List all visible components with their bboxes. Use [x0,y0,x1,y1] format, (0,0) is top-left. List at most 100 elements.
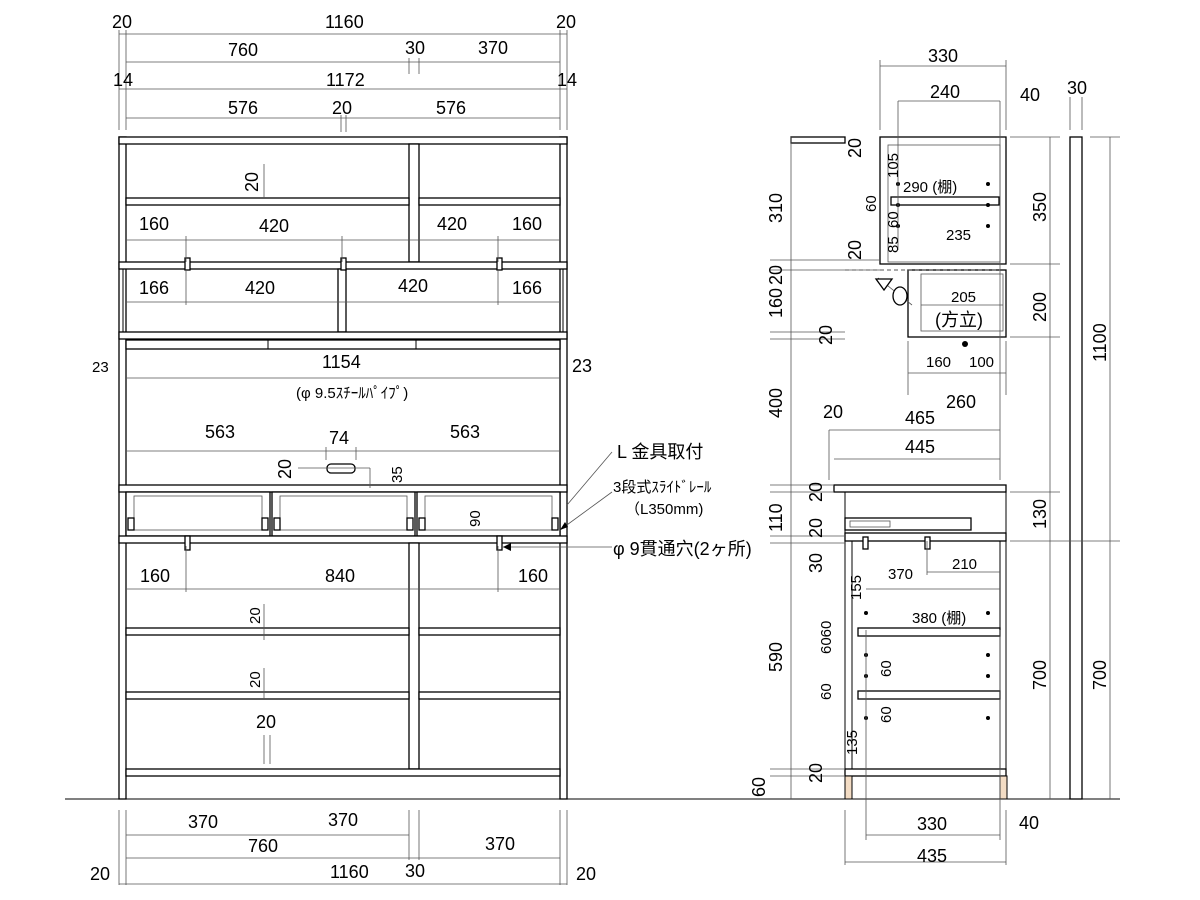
dim-label: 160 [140,566,170,586]
dim-label: 1172 [326,70,365,90]
dim-label: 330 [928,46,958,66]
dim-label: 420 [398,276,428,296]
top-rail [790,136,846,144]
side-labels: 330 240 40 30 20 105 290 (棚) 60 60 85 23… [749,46,1110,866]
pipe-slot [326,463,356,474]
dim-label: 445 [905,437,935,457]
dim-label: 130 [1030,499,1050,529]
upper-shelf-right [418,197,561,206]
dim-label: 160 [926,354,951,371]
dim-label: 20 [247,607,264,624]
dim-label: 435 [917,846,947,866]
dim-label: 30 [405,38,425,58]
dim-label: 155 [848,575,865,600]
drawer-base-board [118,535,568,544]
dim-label: 30 [806,553,826,573]
dim-label: 260 [946,392,976,412]
dim-label: 576 [228,98,258,118]
bottom-board [125,768,561,777]
dim-label: 20 [256,712,276,732]
dim-label: 20 [816,325,836,345]
dim-label: 370 [485,834,515,854]
dim-label: 20 [112,12,132,32]
dim-label: 576 [436,98,466,118]
bracket [496,257,503,271]
drawer-right [416,491,561,537]
dim-label: 20 [275,459,295,479]
mullion-label: (方立) [935,310,983,330]
dim-label: 840 [325,566,355,586]
dim-label: 166 [139,278,169,298]
dim-label: 166 [512,278,542,298]
front-elevation [65,30,1120,885]
dim-label: 590 [766,642,786,672]
shelf-label: 380 (棚) [912,610,966,627]
pipe-spec: (φ 9.5ｽﾁｰﾙﾊﾟｲﾌﾟ) [296,385,408,402]
dim-label: 465 [905,408,935,428]
side-lower-shelf-1 [857,627,1001,637]
dim-label: 60 [863,195,880,212]
dim-label: 20 [332,98,352,118]
right-post [559,136,568,800]
dim-label: 20 [845,240,865,260]
foot-front [844,775,853,800]
dim-label: 85 [885,236,902,253]
dim-label: 23 [572,356,592,376]
dim-label: 20 [806,763,826,783]
side-panel [1069,136,1083,800]
dim-label: 1160 [330,862,369,882]
dim-label: 14 [113,70,133,90]
dim-label: 20 [845,138,865,158]
dim-label: 400 [766,388,786,418]
dim-label: 40 [1019,813,1039,833]
upper-shelf-left [125,197,410,206]
drawer-center [271,491,416,537]
dim-label: 563 [205,422,235,442]
callout-slide-rail: 3段式ｽﾗｲﾄﾞﾚｰﾙ [613,479,712,496]
dim-label: 14 [557,70,577,90]
dim-label: 370 [188,812,218,832]
dim-label: 20 [576,864,596,884]
dim-label: 310 [766,193,786,223]
slide-rail [844,517,972,531]
dim-label: 20 [823,402,843,422]
top-board [118,136,568,145]
upper-bottom-board [118,331,568,340]
side-elevation [770,60,1120,865]
dim-label: 74 [329,428,349,448]
side-counter [833,484,1007,493]
dim-label: 1154 [322,352,361,372]
counter-board [118,484,568,493]
dim-label: 760 [248,836,278,856]
dim-label: 370 [328,810,358,830]
upper-divider [408,143,420,263]
dim-label: 23 [92,359,109,376]
dim-label: 205 [951,289,976,306]
front-labels: 20 1160 20 760 30 370 14 1172 14 576 20 … [90,12,752,884]
dim-label: 160 [512,214,542,234]
dim-label: 563 [450,422,480,442]
dim-label: 20 [806,518,826,538]
dim-label: 370 [888,566,913,583]
dim-label: 420 [259,216,289,236]
dim-label: 20 [556,12,576,32]
dim-label: 60 [878,660,895,677]
dim-label: 420 [437,214,467,234]
dim-label: 700 [1030,660,1050,690]
dim-label: 1160 [325,12,364,32]
dim-label: 60 [818,683,835,700]
dim-label: 1100 [1090,323,1110,362]
dim-label: 370 [478,38,508,58]
dim-label: 160 [518,566,548,586]
dim-label: 160 [139,214,169,234]
dim-label: 20 [242,172,262,192]
lower-shelf-2 [125,691,410,700]
dim-label: 40 [1020,85,1040,105]
dim-label: 90 [467,510,484,527]
shelf-label: 290 (棚) [903,179,957,196]
dim-label: 100 [969,354,994,371]
left-post [118,136,127,800]
drawer-left [125,491,271,537]
dim-label: 60 [749,777,769,797]
callout-slide-length: （L350mm) [625,501,703,518]
